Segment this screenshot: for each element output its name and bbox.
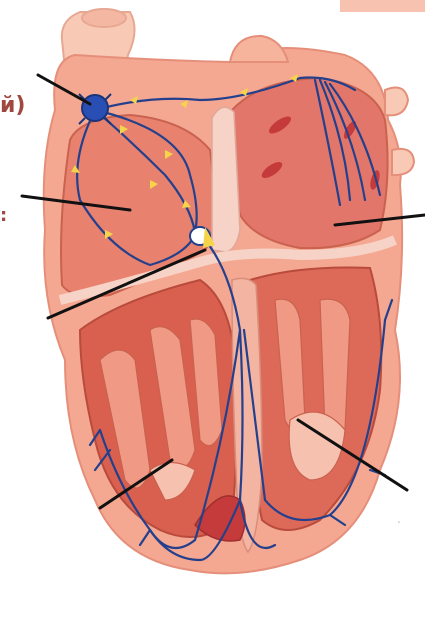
corner-strip xyxy=(340,0,425,12)
aorta-top xyxy=(230,36,288,62)
vena-cava-opening xyxy=(82,9,126,27)
pulmonary-vein-lower xyxy=(392,149,414,175)
sa-node-icon xyxy=(79,94,111,124)
label-fragment-top-left: й) xyxy=(0,93,25,118)
label-fragment-mid-left: : xyxy=(0,205,7,226)
label-fragment-bottom-right: . xyxy=(397,512,401,526)
pulmonary-vein-upper xyxy=(385,88,408,116)
